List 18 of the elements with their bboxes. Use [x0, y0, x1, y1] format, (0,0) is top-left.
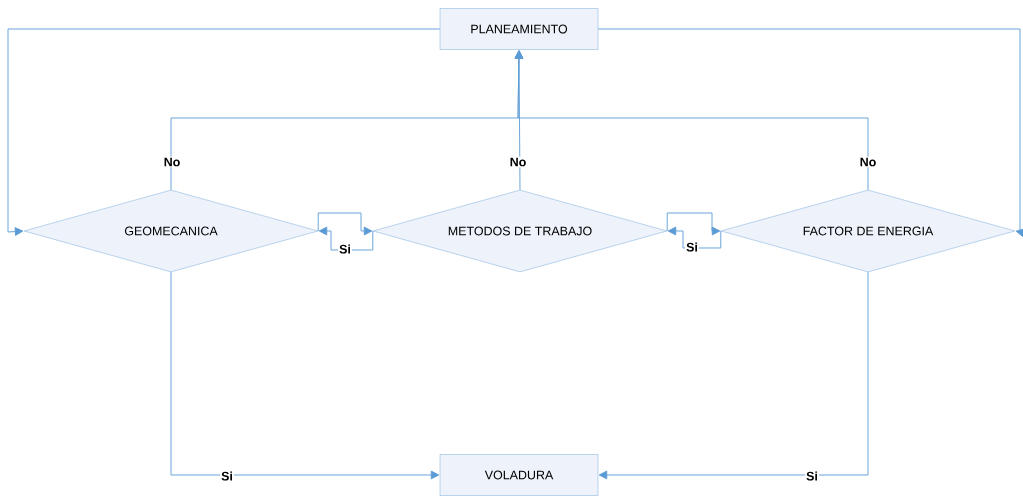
edge-label: No — [508, 156, 528, 168]
edge-label: Si — [805, 470, 819, 482]
arrow — [514, 50, 869, 191]
edge-label: Si — [338, 243, 352, 255]
edge-label: No — [858, 156, 878, 168]
arrow — [317, 212, 373, 236]
process-box: VOLADURA — [439, 454, 599, 496]
process-box: PLANEAMIENTO — [439, 8, 599, 50]
arrow — [667, 226, 722, 249]
arrow — [7, 28, 441, 236]
arrow — [318, 226, 374, 251]
edge-label: Si — [220, 470, 234, 482]
edge-label: No — [162, 156, 182, 168]
edge-label: Si — [685, 241, 699, 253]
arrow — [598, 271, 869, 480]
arrow — [597, 28, 1023, 237]
arrow — [170, 271, 440, 480]
arrow — [666, 212, 721, 236]
